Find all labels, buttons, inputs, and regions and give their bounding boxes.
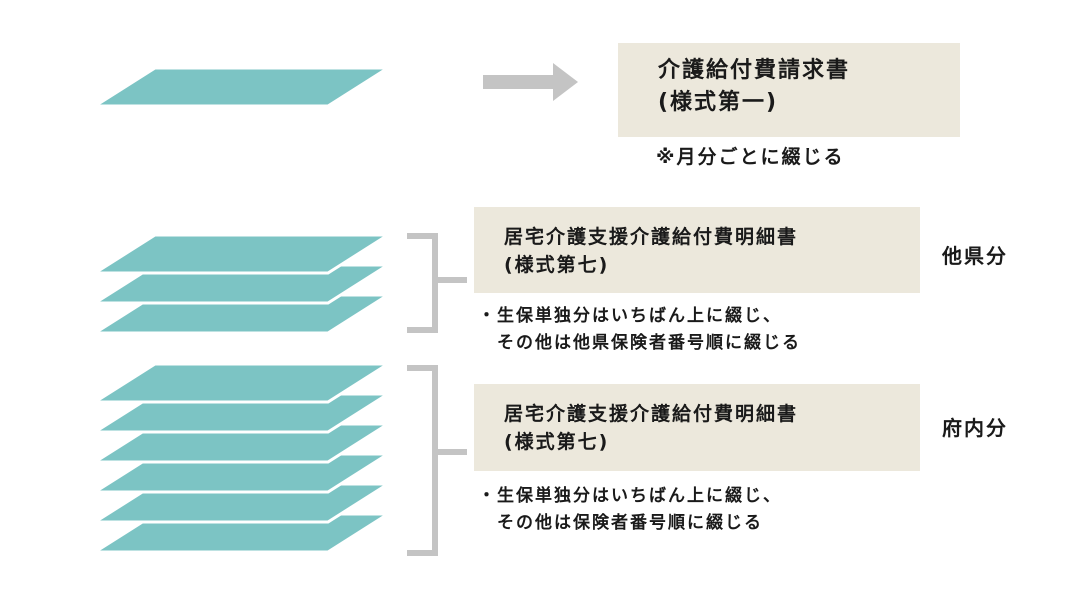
bracket-in-prefecture <box>407 365 467 556</box>
note-line: その他は他県保険者番号順に綴じる <box>478 333 801 353</box>
invoice-form-note: ※月分ごとに綴じる <box>656 146 845 168</box>
invoice-form-title: 介護給付費請求書 <box>658 58 851 83</box>
sheet-stack-single <box>89 66 394 108</box>
note-line: ・生保単独分はいちばん上に綴じ、 <box>478 486 782 506</box>
side-label-other-prefecture: 他県分 <box>942 244 1008 268</box>
sheet <box>89 233 394 275</box>
statement-subtitle: (様式第七) <box>504 431 610 453</box>
arrow-right-icon <box>483 63 578 101</box>
statement-title: 居宅介護支援介護給付費明細書 <box>504 403 799 425</box>
side-label-in-prefecture: 府内分 <box>942 416 1008 440</box>
statement-box-other-prefecture: 居宅介護支援介護給付費明細書 (様式第七) <box>474 207 920 293</box>
invoice-form-subtitle: (様式第一) <box>658 90 779 115</box>
statement-title: 居宅介護支援介護給付費明細書 <box>504 226 799 248</box>
statement-subtitle: (様式第七) <box>504 254 610 276</box>
sheet <box>89 362 394 404</box>
sheet-stack-in-prefecture <box>89 362 394 554</box>
invoice-form-box: 介護給付費請求書 (様式第一) <box>618 43 960 137</box>
statement-box-in-prefecture: 居宅介護支援介護給付費明細書 (様式第七) <box>474 384 920 471</box>
note-line: ・生保単独分はいちばん上に綴じ、 <box>478 306 782 326</box>
note-line: その他は保険者番号順に綴じる <box>478 513 763 533</box>
bracket-other-prefecture <box>407 233 467 333</box>
sheet <box>89 66 394 108</box>
sheet-stack-other-prefecture <box>89 233 394 335</box>
